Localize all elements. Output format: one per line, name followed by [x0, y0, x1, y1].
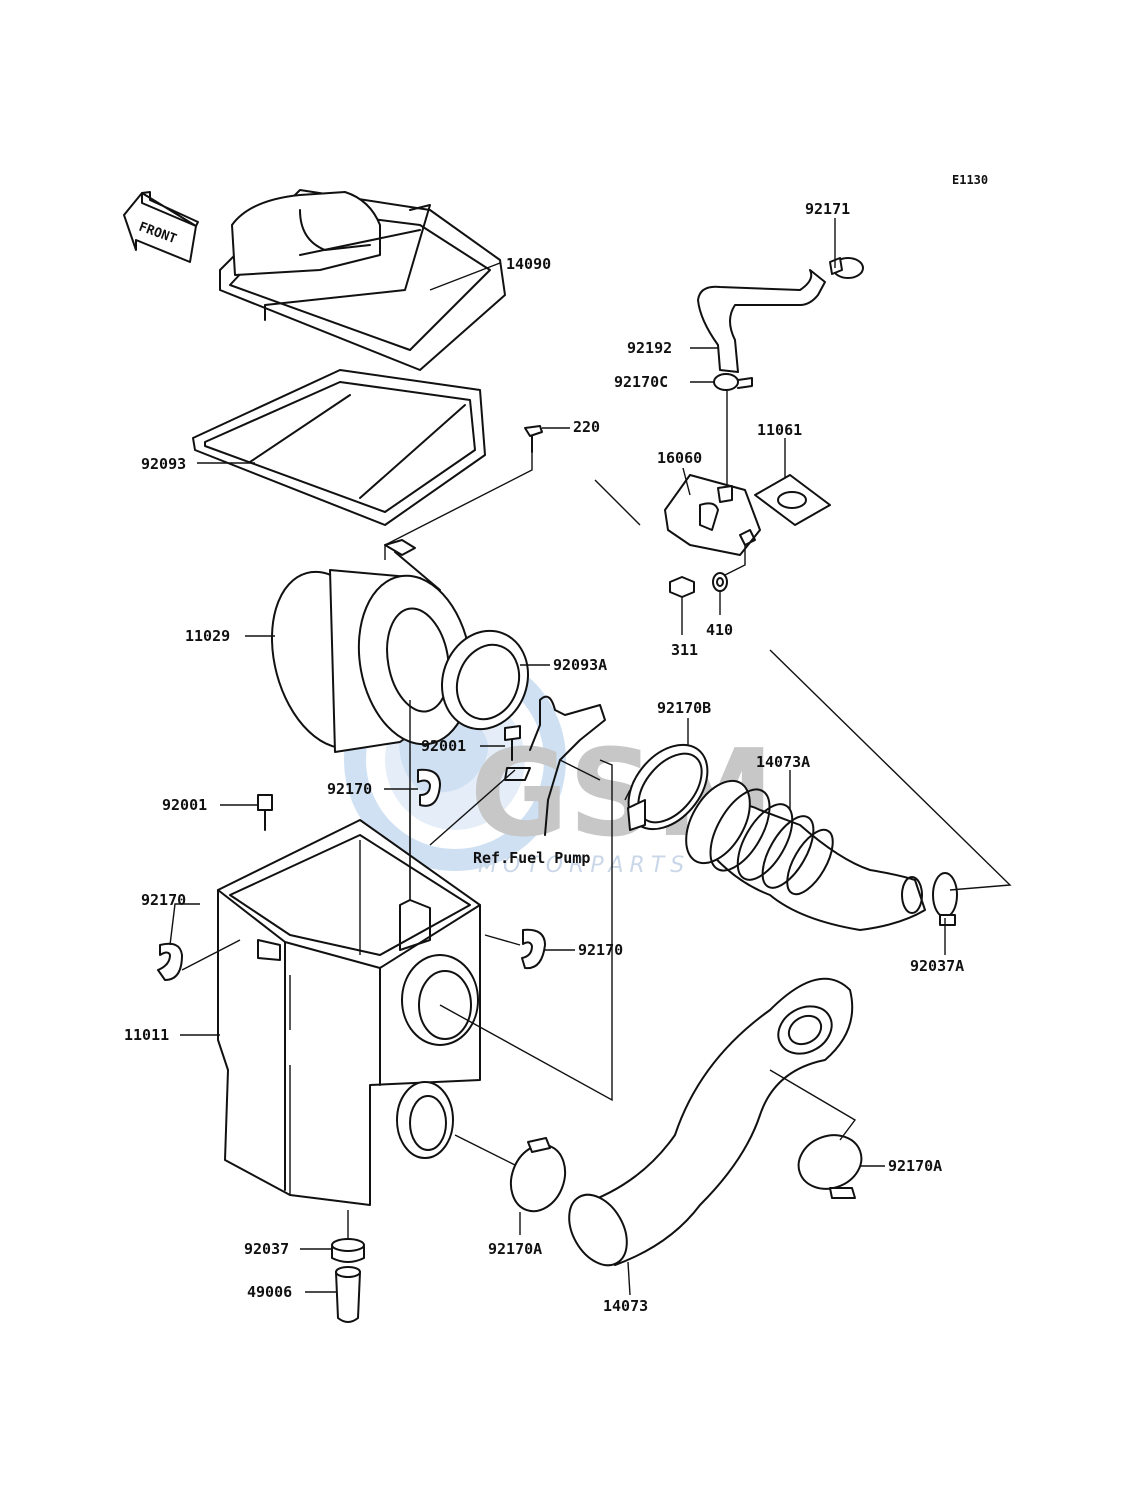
part-labels: 14090 92093 220 11029 92093A 92001 92170…: [124, 200, 964, 1315]
part-air-filter-element: [270, 539, 473, 753]
part-boot-14073A: [685, 779, 926, 931]
part-clip-92170-left: [157, 942, 183, 981]
label-92037A: 92037A: [910, 957, 964, 975]
part-clamp-92171: [829, 257, 864, 279]
front-arrow-icon: FRONT: [123, 191, 199, 263]
part-nut-311: [669, 576, 695, 598]
label-92093A: 92093A: [553, 656, 607, 674]
part-bolt-92001-left: [257, 794, 273, 831]
part-air-cleaner-cover: [219, 189, 506, 371]
label-92192: 92192: [627, 339, 672, 357]
label-11011: 11011: [124, 1026, 169, 1044]
part-gasket-92093: [192, 369, 486, 526]
label-92170-right: 92170: [578, 941, 623, 959]
part-gasket-11061: [754, 474, 831, 526]
label-92170-upper: 92170: [327, 780, 372, 798]
part-clamp-92170A-right: [797, 1134, 863, 1199]
label-14073A: 14073A: [756, 753, 810, 771]
part-air-cleaner-case: [217, 819, 481, 1206]
part-clamp-92170B: [627, 743, 709, 831]
part-screw-220: [524, 425, 543, 453]
label-11061: 11061: [757, 421, 802, 439]
label-92093: 92093: [141, 455, 186, 473]
part-clamp-92037: [331, 1238, 365, 1263]
label-92001-upper: 92001: [421, 737, 466, 755]
part-clamp-92170A-lower: [509, 1137, 567, 1213]
part-washer-410: [712, 572, 728, 592]
watermark-subtitle: MOTORPARTS: [478, 853, 690, 878]
part-clip-92170-right: [521, 928, 546, 970]
diagram-code: E1130: [952, 173, 988, 187]
part-clamp-92170C: [713, 373, 753, 391]
label-11029: 11029: [185, 627, 230, 645]
label-49006: 49006: [247, 1283, 292, 1301]
label-92170-left: 92170: [141, 891, 186, 909]
label-410: 410: [706, 621, 733, 639]
label-16060: 16060: [657, 449, 702, 467]
part-clip-92170-upper: [417, 768, 441, 807]
label-92170A-right: 92170A: [888, 1157, 942, 1175]
part-fuel-pump-bracket: [529, 695, 606, 836]
label-92171: 92171: [805, 200, 850, 218]
label-14073: 14073: [603, 1297, 648, 1315]
part-intake-duct-14073: [568, 977, 854, 1267]
part-clamp-92037A: [932, 872, 958, 926]
part-drain-plug-49006: [335, 1266, 361, 1323]
label-92170A-lower: 92170A: [488, 1240, 542, 1258]
label-311: 311: [671, 641, 698, 659]
label-92001-left: 92001: [162, 796, 207, 814]
part-bolt-92001-upper: [504, 725, 531, 781]
label-92170C: 92170C: [614, 373, 668, 391]
part-joint-16060: [664, 474, 761, 556]
part-hose-92192: [697, 269, 826, 373]
label-92170B: 92170B: [657, 699, 711, 717]
part-ring-92093A: [440, 629, 530, 731]
label-92037: 92037: [244, 1240, 289, 1258]
leader-lines: [169, 218, 1012, 1296]
label-220: 220: [573, 418, 600, 436]
reference-note: Ref.Fuel Pump: [473, 849, 590, 867]
label-14090: 14090: [506, 255, 551, 273]
